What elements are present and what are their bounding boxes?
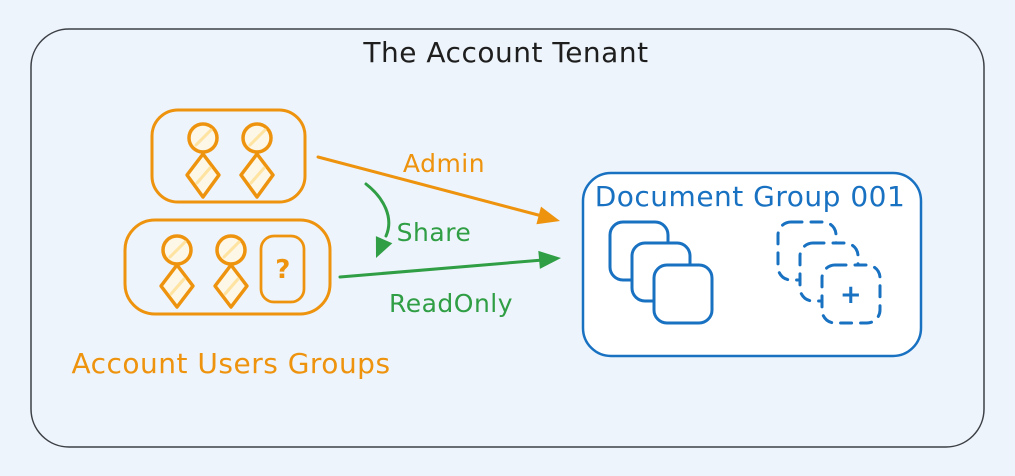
tenant-frame — [30, 28, 985, 448]
share-arrowhead-icon — [375, 236, 393, 258]
add-documents-stack-icon: + — [776, 220, 882, 325]
user-icon — [159, 234, 195, 309]
user-icon — [213, 234, 249, 309]
readonly-arrowhead-icon — [538, 250, 561, 269]
unknown-member-placeholder: ? — [259, 234, 306, 304]
share-arrow — [364, 182, 393, 258]
share-edge-label: Share — [397, 218, 472, 247]
unknown-member-border — [259, 234, 306, 304]
user-groups-label: Account Users Groups — [71, 347, 390, 380]
user-group-2-border — [123, 218, 332, 316]
readonly-edge-label: ReadOnly — [389, 289, 513, 318]
admin-arrow — [316, 155, 560, 225]
readonly-arrow — [338, 250, 561, 279]
question-mark-icon: ? — [275, 255, 291, 285]
tenant-title: The Account Tenant — [362, 36, 648, 69]
admin-arrowhead-icon — [536, 206, 560, 225]
user-group-box-2: ? — [123, 218, 332, 316]
user-group-1-border — [150, 108, 307, 204]
document-group-title: Document Group 001 — [595, 180, 906, 213]
document-group-panel: Document Group 001 + — [581, 171, 923, 358]
admin-edge-label: Admin — [403, 149, 485, 178]
user-group-box-1 — [150, 108, 307, 204]
user-icon — [185, 122, 221, 199]
documents-stack-icon — [608, 220, 714, 325]
plus-icon: + — [840, 280, 862, 310]
user-icon — [239, 122, 275, 199]
